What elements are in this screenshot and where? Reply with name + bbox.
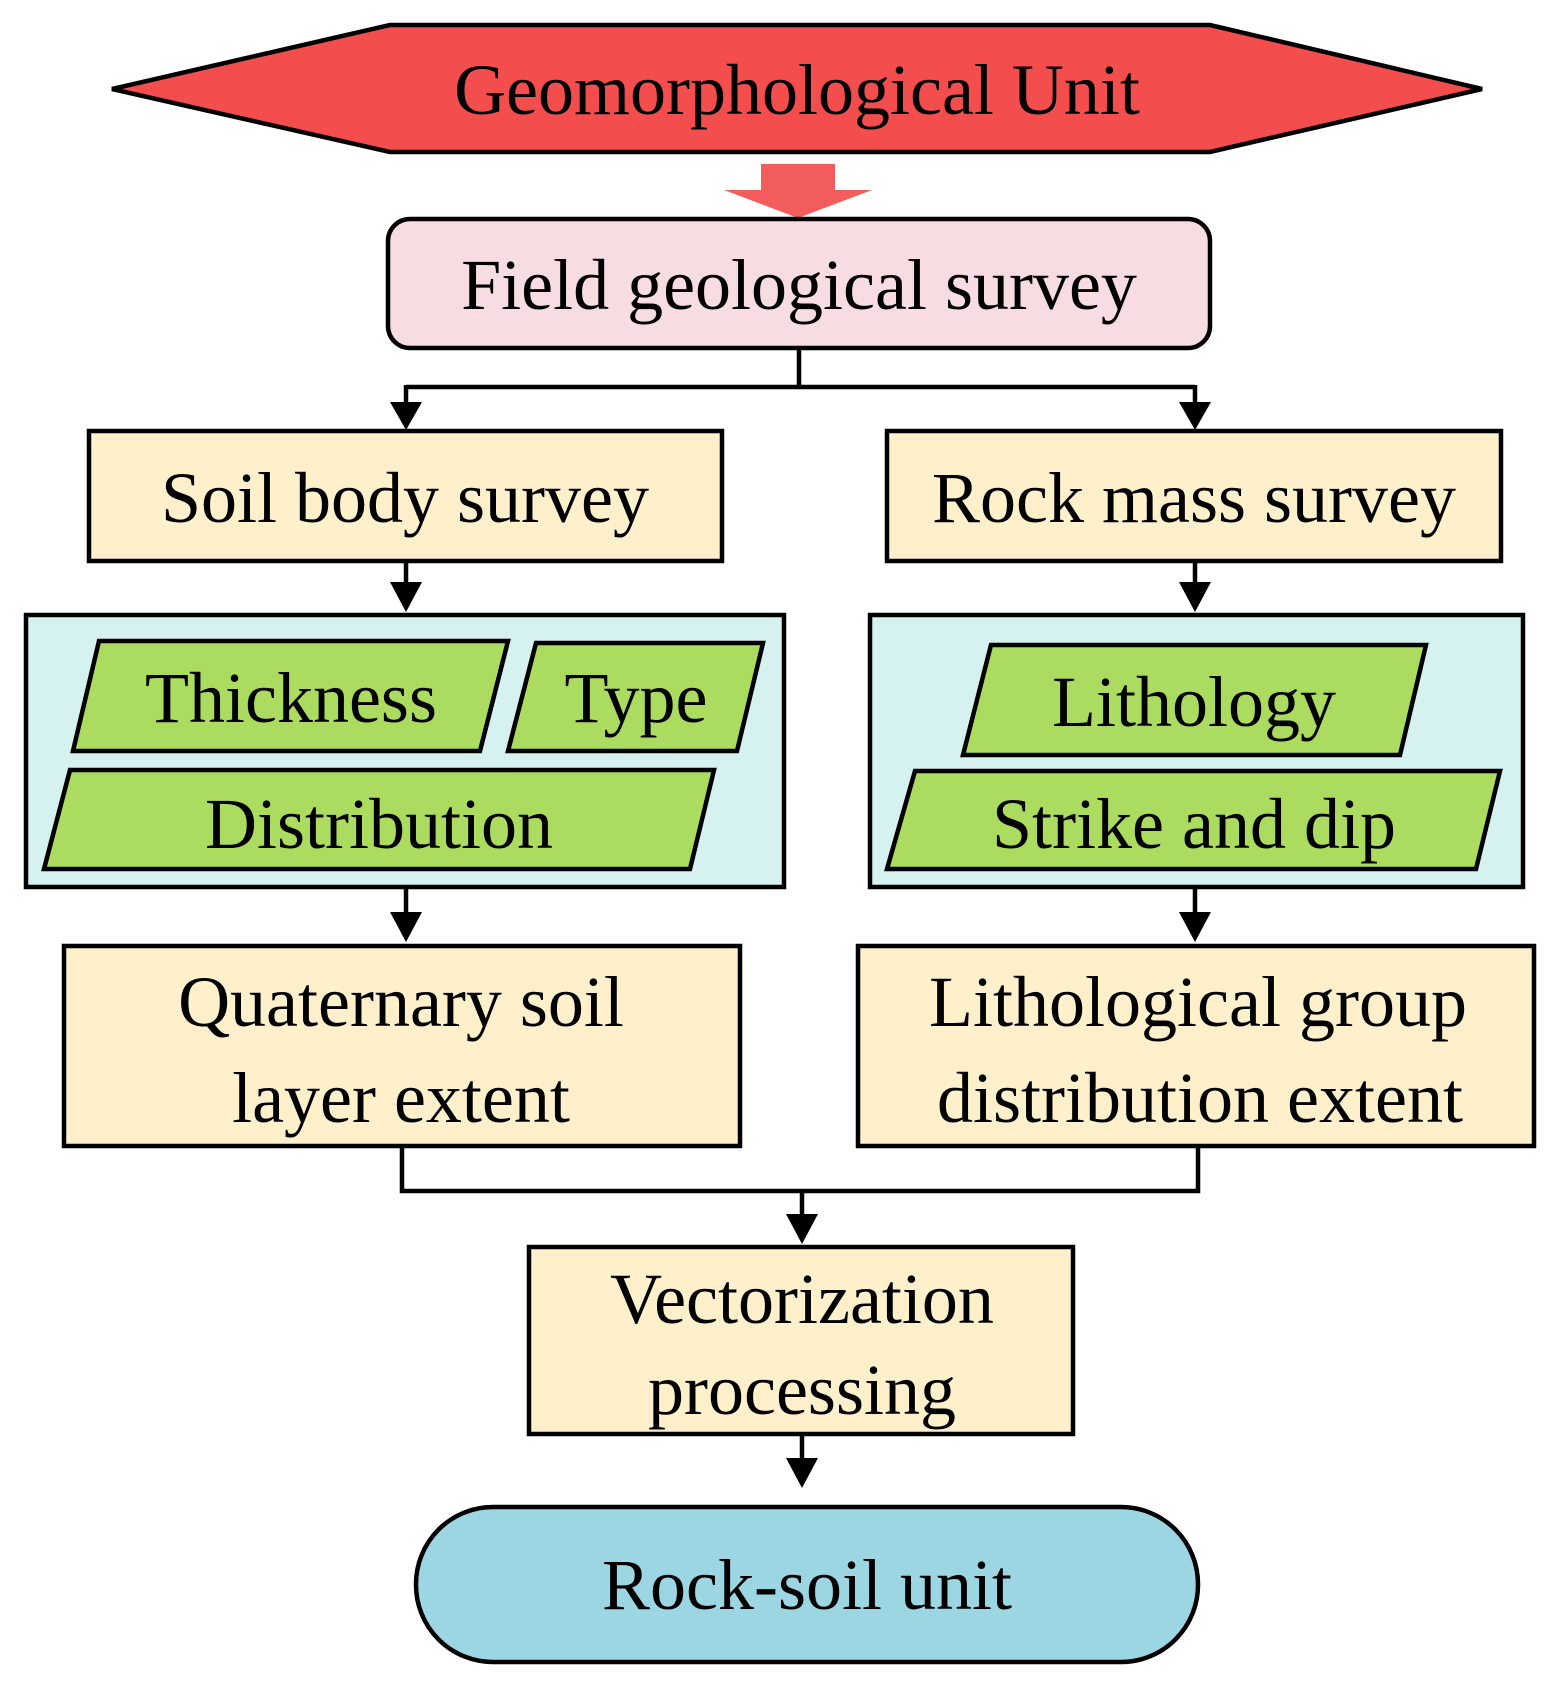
type-label: Type <box>565 658 708 738</box>
arrow-to-lithological-extent <box>1179 912 1211 942</box>
soil-attributes-panel: Thickness Type Distribution <box>23 612 787 890</box>
vectorization-to-terminal-arrow <box>786 1434 818 1488</box>
survey-to-panel-arrows <box>390 561 1211 612</box>
panel-to-extent-arrows <box>390 887 1211 942</box>
thickness-label: Thickness <box>145 658 437 738</box>
lithological-extent-box <box>855 943 1537 1149</box>
distribution-tag: Distribution <box>41 767 717 872</box>
merge-connector <box>399 1146 1201 1244</box>
lithological-extent-line1: Lithological group <box>929 962 1467 1042</box>
field-survey-node: Field geological survey <box>385 216 1213 351</box>
rock-mass-survey-node: Rock mass survey <box>884 428 1504 564</box>
soil-body-survey-node: Soil body survey <box>86 428 725 564</box>
arrow-to-soil-panel <box>390 582 422 612</box>
arrow-to-soil-survey <box>390 402 422 430</box>
rock-soil-unit-label: Rock-soil unit <box>602 1545 1012 1625</box>
arrow-to-vectorization <box>786 1214 818 1244</box>
rock-mass-survey-box <box>884 428 1504 564</box>
arrow-to-rock-panel <box>1179 582 1211 612</box>
field-survey-label: Field geological survey <box>461 245 1137 325</box>
lithological-extent-node: Lithological group distribution extent <box>855 943 1537 1149</box>
header-hexagon <box>111 22 1483 155</box>
thickness-tag: Thickness <box>70 638 511 754</box>
lithological-extent-line2: distribution extent <box>937 1058 1463 1138</box>
vectorization-line1: Vectorization <box>610 1259 994 1339</box>
rock-attributes-panel: Lithology Strike and dip <box>867 612 1526 890</box>
quaternary-extent-node: Quaternary soil layer extent <box>61 943 743 1149</box>
split-connector <box>390 348 1211 430</box>
strike-and-dip-label: Strike and dip <box>992 784 1396 864</box>
arrow-to-quaternary-extent <box>390 912 422 942</box>
soil-body-survey-box <box>86 428 725 564</box>
quaternary-extent-line2: layer extent <box>232 1058 570 1138</box>
vectorization-node: Vectorization processing <box>526 1244 1076 1437</box>
type-tag: Type <box>505 640 766 754</box>
header-arrow-shaft <box>761 164 835 192</box>
geomorphological-unit-label: Geomorphological Unit <box>454 50 1140 130</box>
distribution-label: Distribution <box>205 784 553 864</box>
quaternary-extent-box <box>61 943 743 1149</box>
rock-mass-survey-label: Rock mass survey <box>932 458 1456 538</box>
arrow-to-rock-soil-unit <box>786 1458 818 1488</box>
vectorization-line2: processing <box>648 1350 956 1430</box>
lithology-tag: Lithology <box>960 642 1429 758</box>
rock-soil-unit-terminal <box>413 1504 1201 1665</box>
header-arrow <box>724 164 872 218</box>
arrow-to-rock-survey <box>1179 402 1211 430</box>
geomorphological-unit-node: Geomorphological Unit <box>111 22 1483 155</box>
quaternary-extent-line1: Quaternary soil <box>178 962 624 1042</box>
strike-and-dip-tag: Strike and dip <box>884 768 1503 872</box>
header-arrow-head <box>724 190 872 218</box>
rock-soil-unit-node: Rock-soil unit <box>413 1504 1201 1665</box>
soil-body-survey-label: Soil body survey <box>161 458 649 538</box>
lithology-label: Lithology <box>1052 662 1336 742</box>
